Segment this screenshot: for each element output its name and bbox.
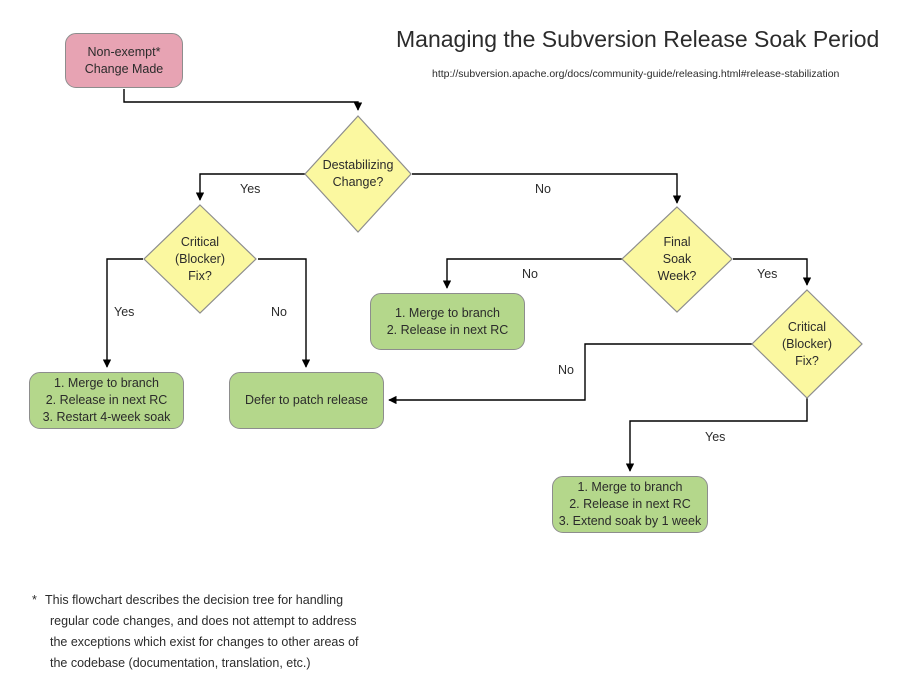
node-critright-line1: Critical xyxy=(787,319,827,334)
edge-label-soak-no: No xyxy=(522,267,538,281)
node-restart-line3: 3. Restart 4-week soak xyxy=(42,410,171,424)
page-title: Managing the Subversion Release Soak Per… xyxy=(396,26,880,52)
node-finalsoak-line1: Final xyxy=(663,235,691,249)
diamond-shape xyxy=(751,289,863,399)
edge-start-to-destabilizing xyxy=(123,89,363,111)
node-destabilizing-line2: Change? xyxy=(332,175,384,189)
diamond-shape xyxy=(621,206,733,313)
footnote-line2: regular code changes, and does not attem… xyxy=(50,614,357,628)
node-start[interactable]: Non-exempt* Change Made xyxy=(65,33,183,88)
node-start-line1: Non-exempt* xyxy=(87,44,161,59)
node-finalsoak-line2: Soak xyxy=(662,252,692,266)
node-action-merge-release[interactable]: 1. Merge to branch 2. Release in next RC xyxy=(370,293,525,350)
node-final-soak-week[interactable]: Final Soak Week? xyxy=(621,206,733,313)
node-extend-line1: 1. Merge to branch xyxy=(577,480,683,494)
node-merge-line2: 2. Release in next RC xyxy=(386,322,509,337)
footnote-marker: * xyxy=(32,593,37,607)
node-extend-line3: 3. Extend soak by 1 week xyxy=(558,514,702,528)
footnote: * This flowchart describes the decision … xyxy=(32,590,462,674)
node-critright-line3: Fix? xyxy=(795,353,819,368)
node-critleft-line2: (Blocker) xyxy=(174,251,225,266)
diamond-shape xyxy=(143,204,257,314)
footnote-line1: This flowchart describes the decision tr… xyxy=(45,593,344,607)
edge-label-critleft-yes: Yes xyxy=(114,305,135,319)
node-action-restart-soak[interactable]: 1. Merge to branch 2. Release in next RC… xyxy=(29,372,184,429)
source-url: http://subversion.apache.org/docs/commun… xyxy=(432,68,840,80)
edge-label-critleft-no: No xyxy=(271,305,287,319)
node-restart-line2: 2. Release in next RC xyxy=(45,393,168,407)
footnote-line4: the codebase (documentation, translation… xyxy=(50,656,311,670)
node-critical-blocker-fix-right[interactable]: Critical (Blocker) Fix? xyxy=(751,289,863,399)
node-critical-blocker-fix-left[interactable]: Critical (Blocker) Fix? xyxy=(143,204,257,314)
edge-label-destabilizing-no: No xyxy=(535,182,551,196)
footnote-line3: the exceptions which exist for changes t… xyxy=(50,635,359,649)
edge-label-critright-yes: Yes xyxy=(705,430,726,444)
node-destabilizing-line1: Destabilizing xyxy=(322,158,394,172)
node-extend-line2: 2. Release in next RC xyxy=(569,497,691,511)
edge-label-destabilizing-yes: Yes xyxy=(240,182,261,196)
edge-label-critright-no: No xyxy=(558,363,574,377)
node-critright-line2: (Blocker) xyxy=(781,336,832,351)
node-critleft-line1: Critical xyxy=(180,234,220,249)
node-start-line2: Change Made xyxy=(84,61,164,76)
node-defer-line1: Defer to patch release xyxy=(245,393,368,407)
node-critleft-line3: Fix? xyxy=(188,268,212,283)
node-destabilizing-change[interactable]: Destabilizing Change? xyxy=(304,115,412,233)
node-action-defer-patch[interactable]: Defer to patch release xyxy=(229,372,384,429)
diamond-shape xyxy=(304,115,412,233)
node-finalsoak-line3: Week? xyxy=(657,269,697,283)
node-merge-line1: 1. Merge to branch xyxy=(395,305,500,320)
node-restart-line1: 1. Merge to branch xyxy=(54,376,159,390)
node-action-extend-soak[interactable]: 1. Merge to branch 2. Release in next RC… xyxy=(552,476,708,533)
edge-label-soak-yes: Yes xyxy=(757,267,778,281)
